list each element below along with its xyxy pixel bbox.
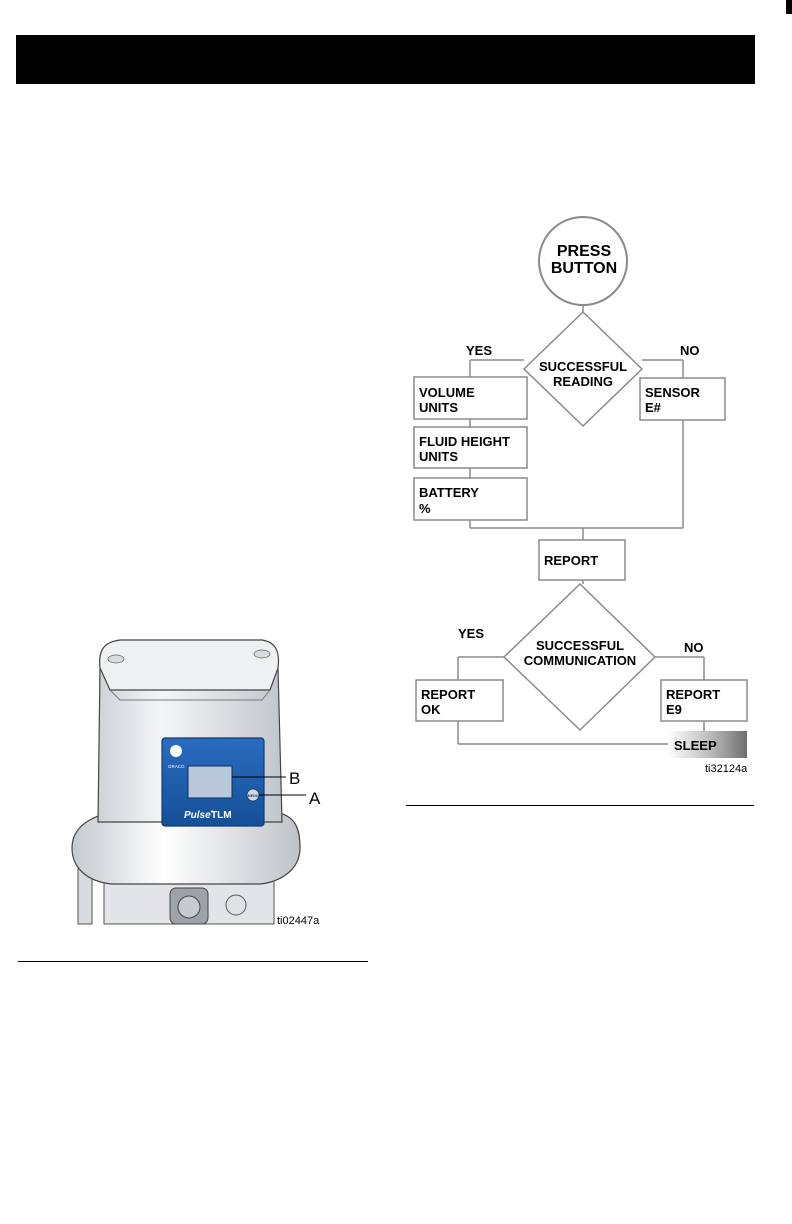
report-ok-text-1: REPORT	[421, 687, 475, 702]
successful-communication-text-2: COMMUNICATION	[524, 653, 636, 668]
battery-text-2: %	[419, 501, 431, 516]
report-ok-text-2: OK	[421, 702, 441, 717]
fluid-height-text-2: UNITS	[419, 449, 458, 464]
yes-label-2: YES	[458, 626, 484, 641]
yes-label-1: YES	[466, 343, 492, 358]
fluid-height-text-1: FLUID HEIGHT	[419, 434, 510, 449]
report-e9-text-1: REPORT	[666, 687, 720, 702]
flowchart-figure-id: ti32124a	[705, 763, 748, 775]
no-label-2: NO	[684, 640, 704, 655]
successful-communication-text-1: SUCCESSFUL	[536, 638, 624, 653]
sensor-text-2: E#	[645, 400, 662, 415]
press-button-text-2: BUTTON	[551, 260, 617, 277]
battery-text-1: BATTERY	[419, 485, 479, 500]
press-button-text-1: PRESS	[557, 243, 612, 260]
report-text: REPORT	[544, 553, 598, 568]
sleep-text: SLEEP	[674, 738, 717, 753]
sensor-text-1: SENSOR	[645, 385, 701, 400]
successful-reading-text-2: READING	[553, 374, 613, 389]
flowchart-figure-rule	[406, 805, 754, 806]
report-e9-text-2: E9	[666, 702, 682, 717]
successful-reading-text-1: SUCCESSFUL	[539, 359, 627, 374]
volume-units-text-1: VOLUME	[419, 385, 475, 400]
volume-units-text-2: UNITS	[419, 400, 458, 415]
no-label-1: NO	[680, 343, 700, 358]
